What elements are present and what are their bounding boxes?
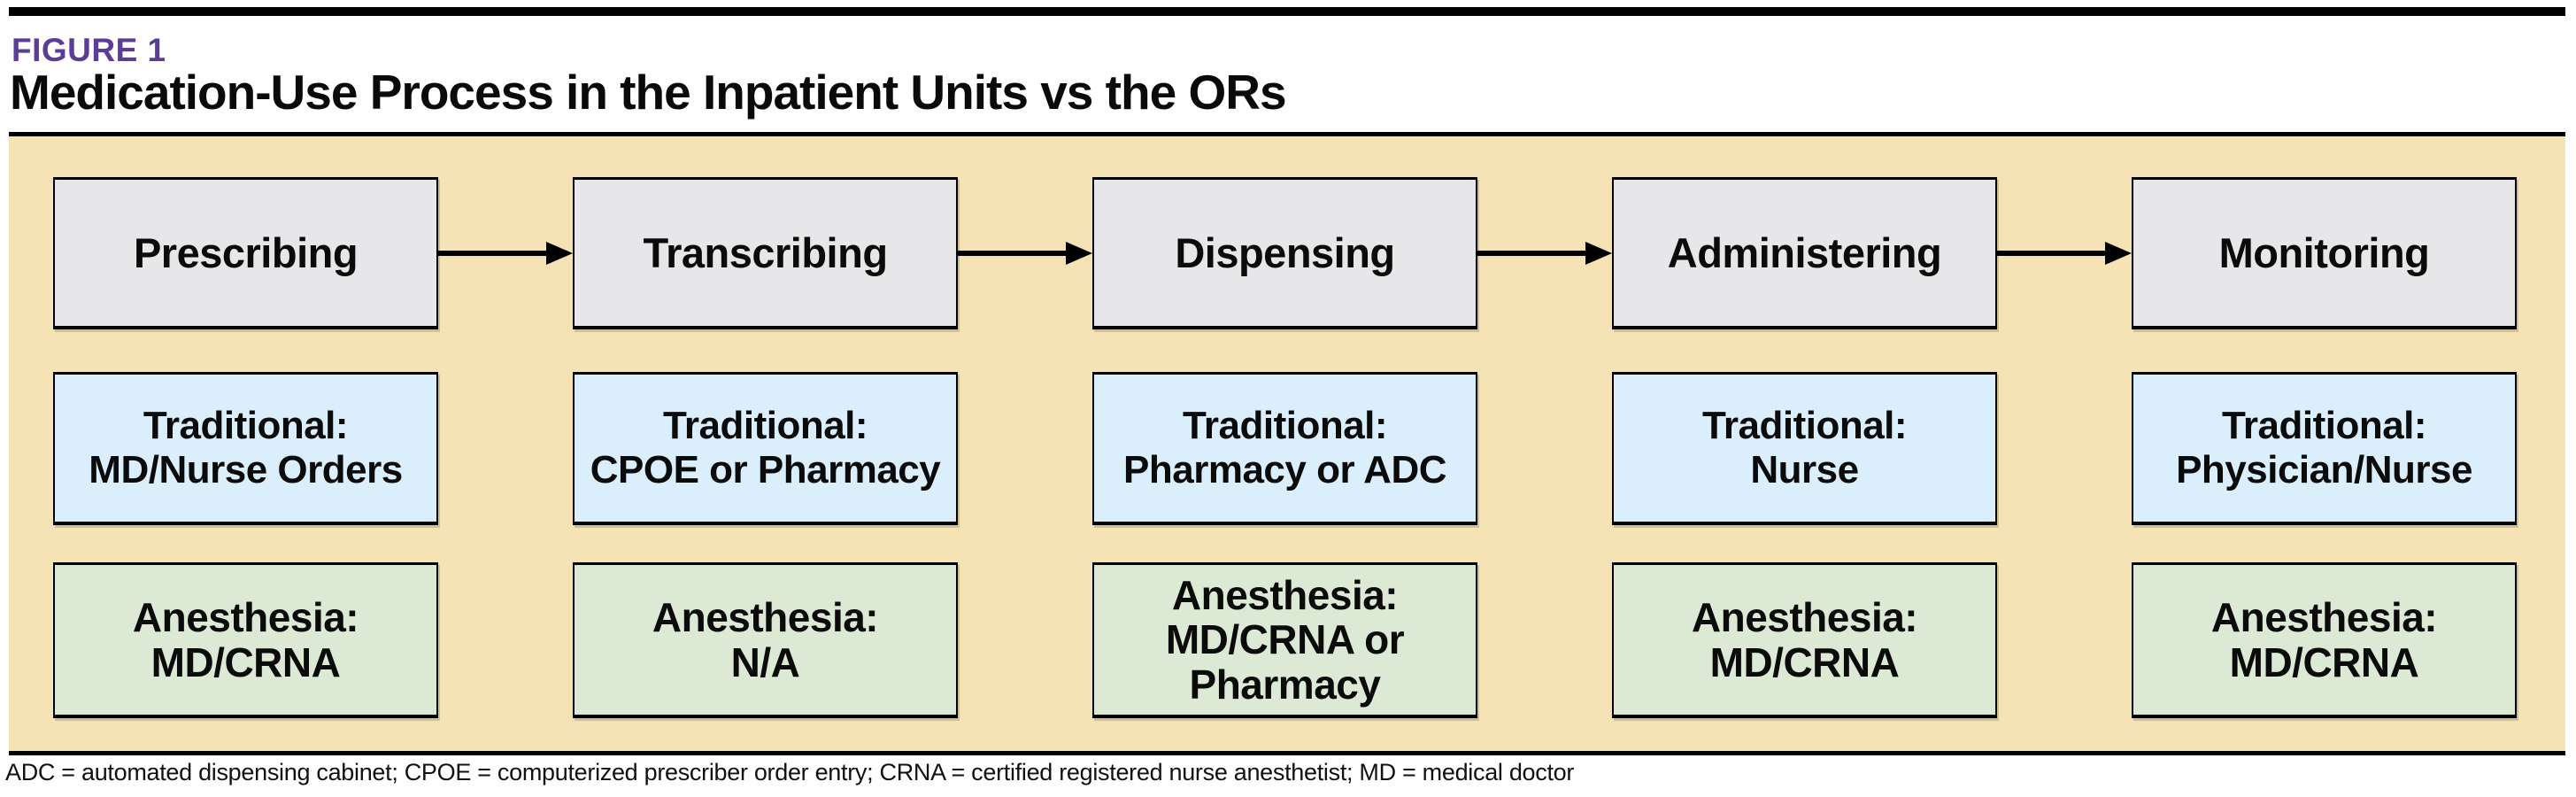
- flow-arrow-2: [958, 177, 1092, 329]
- anesthesia-box-transcribing: Anesthesia: N/A: [573, 562, 958, 718]
- figure-label: FIGURE 1: [12, 32, 166, 68]
- stage-box-prescribing: Prescribing: [53, 177, 438, 329]
- title-divider: [9, 132, 2565, 136]
- right-arrow-icon: [1997, 242, 2132, 265]
- stage-box-transcribing: Transcribing: [573, 177, 958, 329]
- right-arrow-icon: [958, 242, 1092, 265]
- abbreviation-footnote: ADC = automated dispensing cabinet; CPOE…: [5, 759, 1575, 785]
- stage-box-dispensing: Dispensing: [1092, 177, 1477, 329]
- anesthesia-box-prescribing: Anesthesia: MD/CRNA: [53, 562, 438, 718]
- anesthesia-box-dispensing: Anesthesia: MD/CRNA or Pharmacy: [1092, 562, 1477, 718]
- anesthesia-box-monitoring: Anesthesia: MD/CRNA: [2132, 562, 2517, 718]
- stage-box-administering: Administering: [1612, 177, 1997, 329]
- traditional-box-dispensing: Traditional: Pharmacy or ADC: [1092, 372, 1477, 525]
- traditional-box-prescribing: Traditional: MD/Nurse Orders: [53, 372, 438, 525]
- top-rule-bar: [9, 7, 2565, 16]
- anesthesia-box-administering: Anesthesia: MD/CRNA: [1612, 562, 1997, 718]
- flow-arrow-1: [438, 177, 573, 329]
- medication-process-diagram: Prescribing Transcribing Dispensing Admi…: [9, 136, 2565, 751]
- stage-box-monitoring: Monitoring: [2132, 177, 2517, 329]
- right-arrow-icon: [1477, 242, 1612, 265]
- figure-title: Medication-Use Process in the Inpatient …: [10, 65, 1287, 120]
- right-arrow-icon: [438, 242, 573, 265]
- panel-bottom-divider: [9, 751, 2565, 755]
- traditional-box-transcribing: Traditional: CPOE or Pharmacy: [573, 372, 958, 525]
- flow-arrow-3: [1477, 177, 1612, 329]
- flow-arrow-4: [1997, 177, 2132, 329]
- traditional-box-administering: Traditional: Nurse: [1612, 372, 1997, 525]
- traditional-box-monitoring: Traditional: Physician/Nurse: [2132, 372, 2517, 525]
